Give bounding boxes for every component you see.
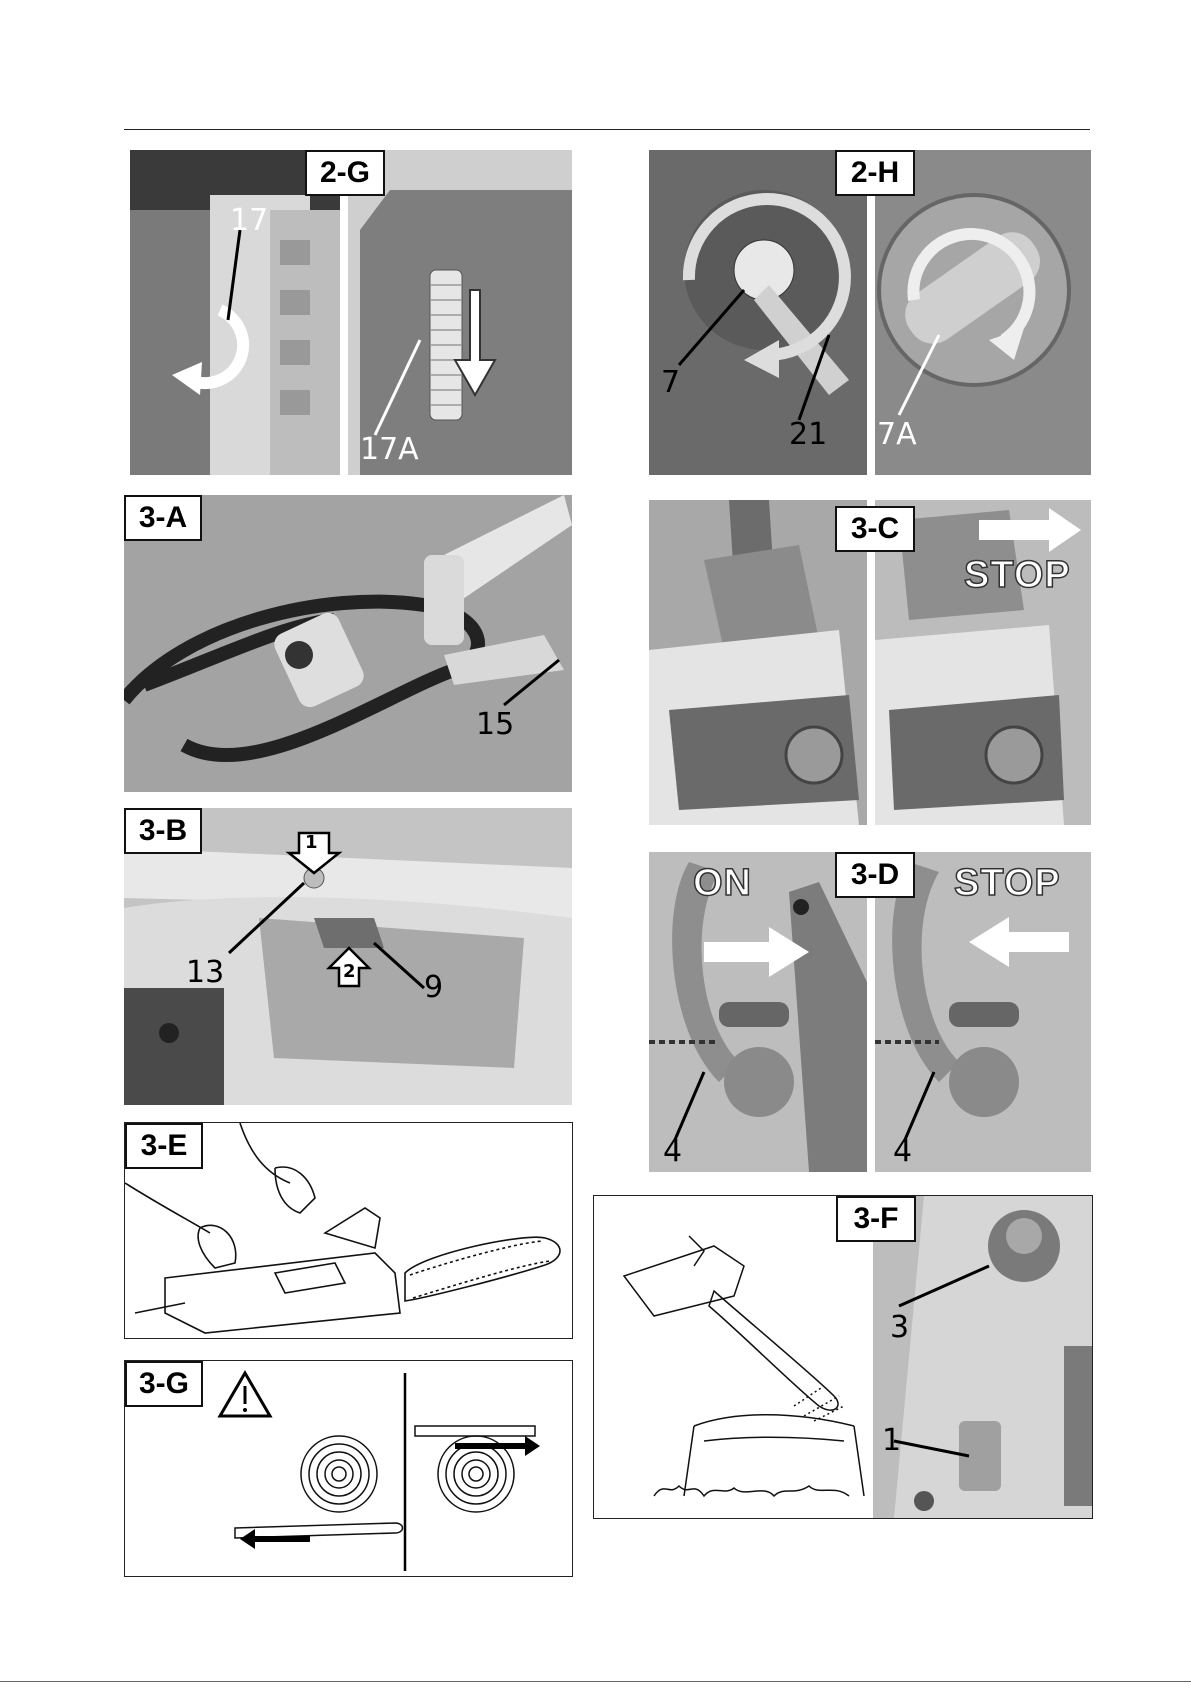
callout-4-left: 4 (663, 1137, 682, 1167)
stop-label: STOP (964, 556, 1071, 594)
figure-2g: 2-G 17 17A (130, 150, 572, 475)
figure-2h-illustration (649, 150, 1091, 475)
figure-3f-illustration (594, 1196, 1092, 1518)
footer-rule (0, 1681, 1191, 1682)
figure-3d: 3-D ON STOP 4 4 (649, 852, 1091, 1172)
callout-7: 7 (661, 368, 680, 398)
figure-3g: 3-G (124, 1360, 573, 1577)
figure-3e: 3-E (124, 1122, 573, 1339)
figure-3e-tag: 3-E (125, 1123, 203, 1169)
callout-9: 9 (424, 973, 443, 1003)
figure-3a: 3-A 15 (124, 495, 572, 792)
figure-3g-tag: 3-G (125, 1361, 203, 1407)
figure-2g-tag: 2-G (305, 150, 385, 196)
step-marker-1: 1 (305, 834, 318, 852)
figure-2g-illustration (130, 150, 572, 475)
callout-13: 13 (186, 958, 224, 988)
figure-3c-tag: 3-C (835, 506, 915, 552)
stop-label-3d: STOP (954, 864, 1061, 902)
header-rule (124, 129, 1090, 130)
figure-3b-tag: 3-B (124, 808, 202, 854)
callout-21: 21 (789, 420, 827, 450)
callout-7a: 7A (877, 420, 917, 450)
figure-3f: 3-F 3 1 (593, 1195, 1093, 1519)
callout-1: 1 (882, 1426, 901, 1456)
callout-3: 3 (890, 1313, 909, 1343)
callout-15: 15 (476, 710, 514, 740)
figure-3a-tag: 3-A (124, 495, 202, 541)
figure-3c: 3-C STOP (649, 500, 1091, 825)
callout-4-right: 4 (893, 1137, 912, 1167)
figure-3d-tag: 3-D (835, 852, 915, 898)
direction-arrow-icon (240, 1436, 540, 1549)
figure-2h-tag: 2-H (835, 150, 915, 196)
warning-triangle-icon (220, 1373, 270, 1416)
callout-17a: 17A (360, 435, 419, 465)
on-label: ON (693, 864, 752, 902)
figure-3f-tag: 3-F (836, 1196, 916, 1242)
callout-17: 17 (230, 206, 268, 236)
figure-2h: 2-H 7 21 7A (649, 150, 1091, 475)
step-marker-2: 2 (343, 963, 356, 981)
figure-3b: 3-B 1 2 13 9 (124, 808, 572, 1105)
